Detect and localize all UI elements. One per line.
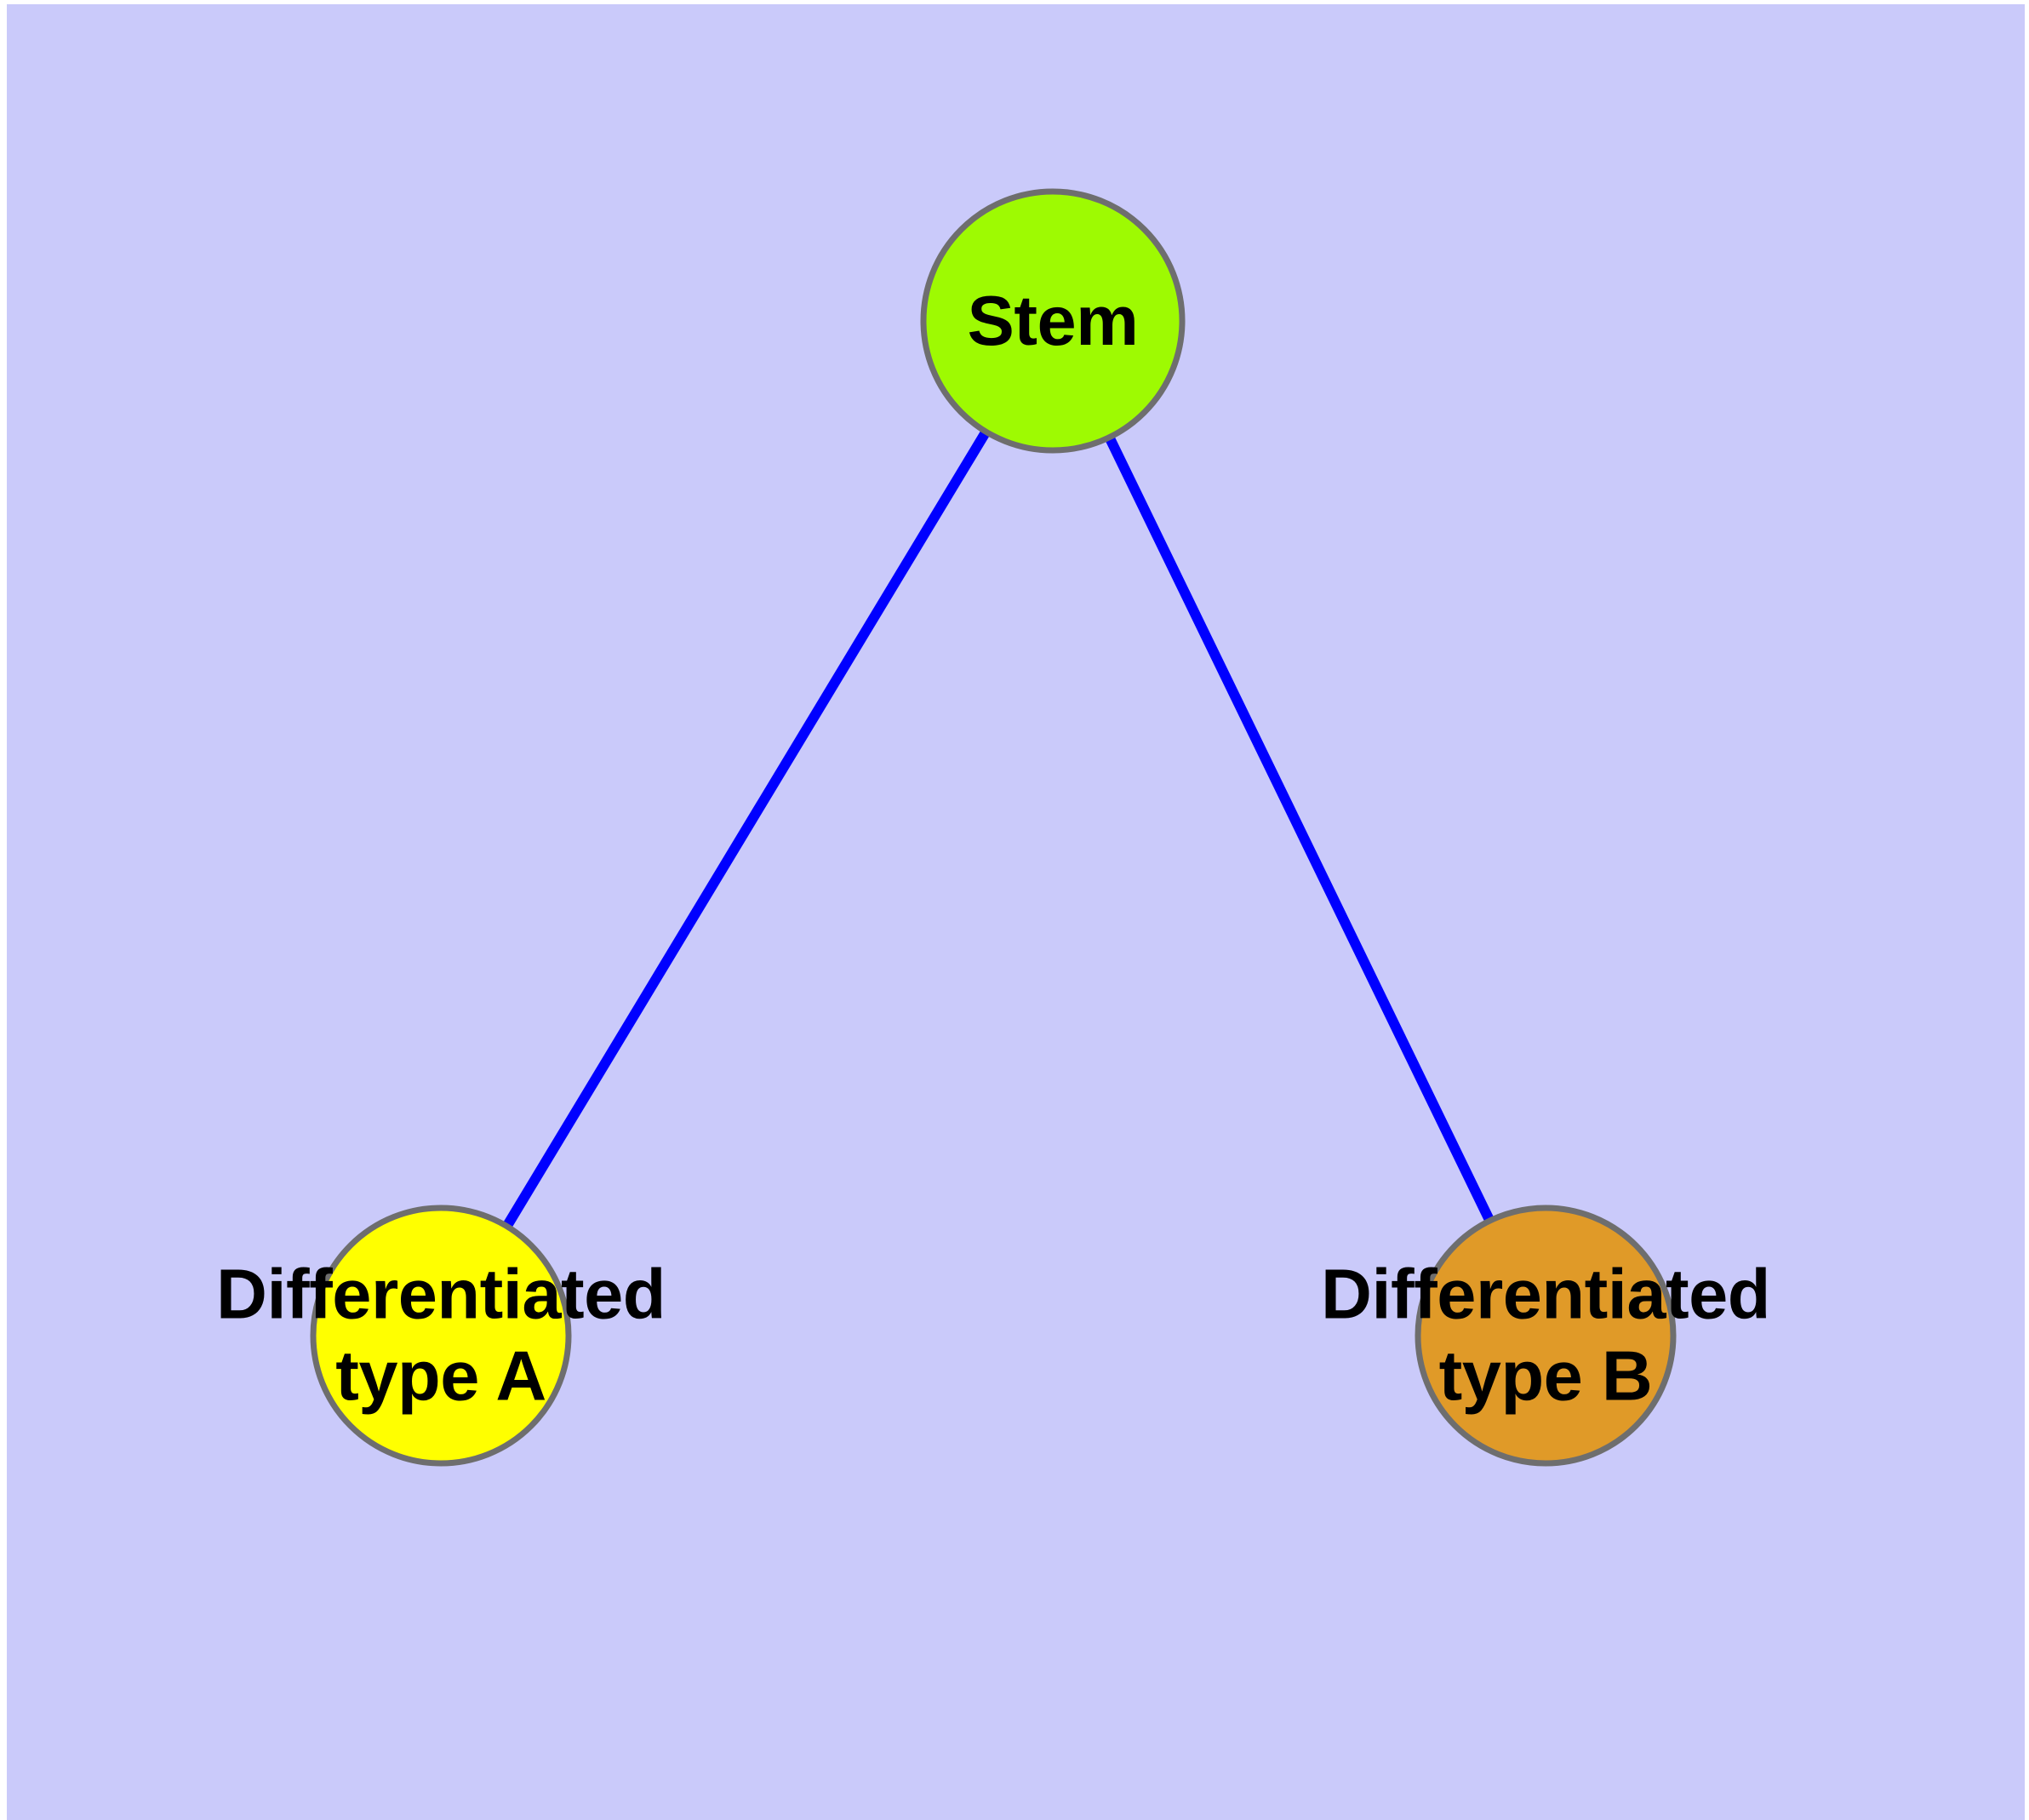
diagram-canvas: Stem Differentiated type A Differentiate… — [7, 4, 2025, 1820]
graph-svg — [310, 188, 1677, 1467]
edge-layer — [503, 430, 1494, 1228]
node-stem[interactable] — [920, 188, 1186, 454]
node-layer — [310, 188, 1677, 1467]
edge-stem-to-differentiated-type-b[interactable] — [1105, 436, 1494, 1222]
edge-stem-to-differentiated-type-a[interactable] — [503, 430, 990, 1228]
node-differentiated-type-b[interactable] — [1415, 1205, 1677, 1467]
node-differentiated-type-a[interactable] — [310, 1205, 572, 1467]
